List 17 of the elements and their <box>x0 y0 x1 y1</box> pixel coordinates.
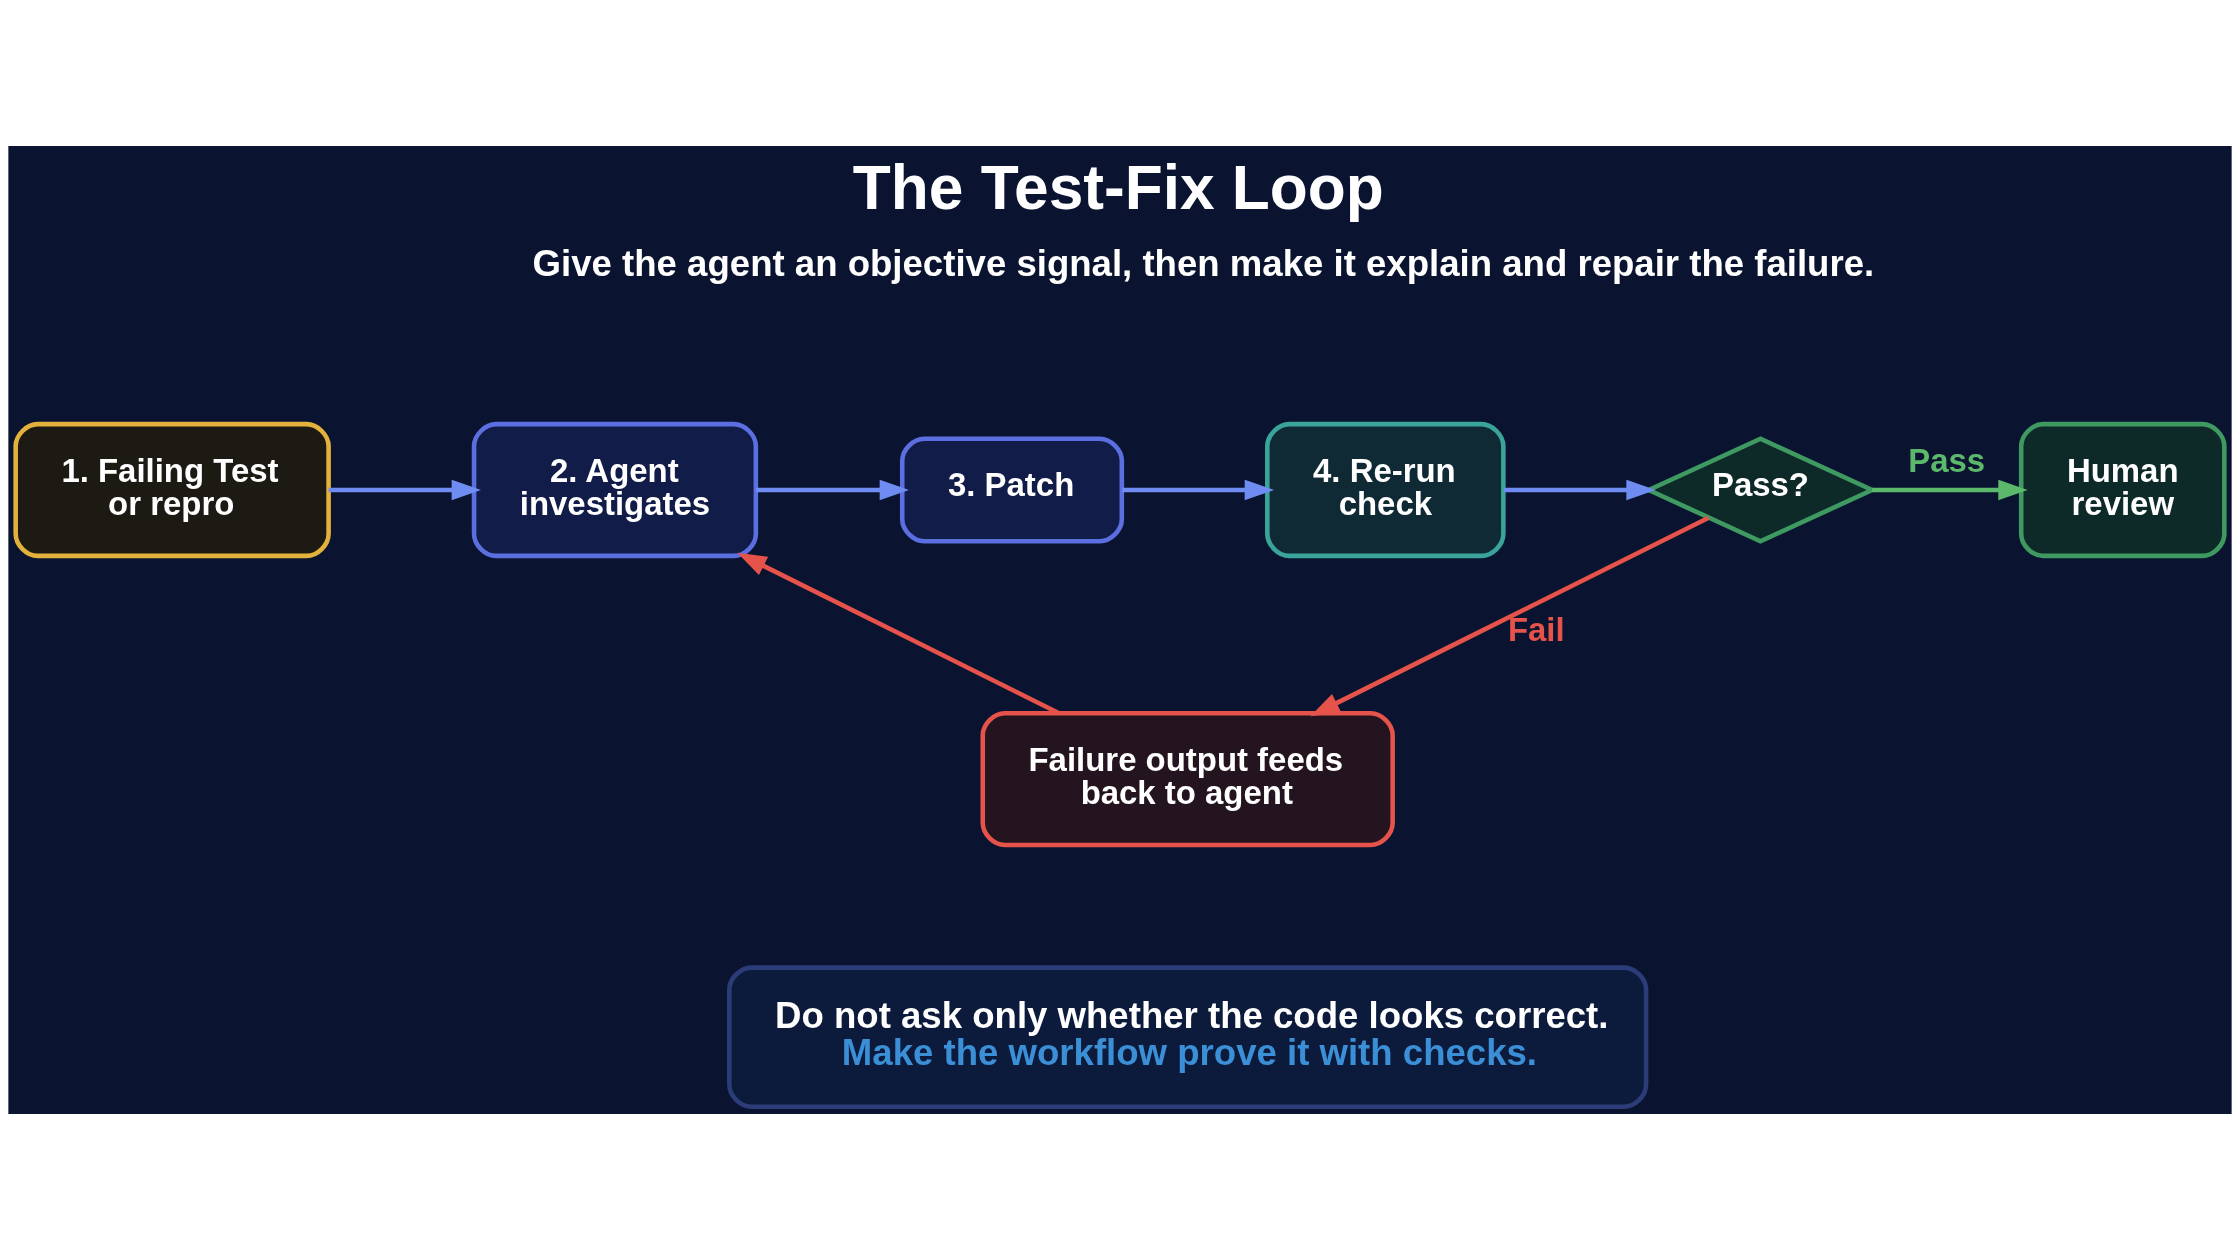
node-box: Human review <box>2018 421 2227 559</box>
arrow <box>1122 479 1274 501</box>
arrow <box>328 479 481 501</box>
edge-label: Fail <box>1507 610 1565 648</box>
node-box: Do not ask only whether the code looks correct. Make the workflow prove it with checks. <box>727 965 1649 1109</box>
node-box: 2. Agent investigates <box>471 421 759 559</box>
node-box: 1. Failing Test or repro <box>13 421 331 559</box>
arrow <box>1504 479 1656 501</box>
node-box: 3. Patch <box>899 436 1125 544</box>
arrow <box>756 479 909 501</box>
node-box: Failure output feeds back to agent <box>980 710 1395 848</box>
diagram-title: The Test-Fix Loop <box>852 152 1384 222</box>
label: Give the agent an objective signal, then make it explain and repair the failure. <box>532 242 1875 284</box>
edge-label: Pass <box>1908 442 1986 480</box>
arrow <box>1310 515 1710 717</box>
node-box: 4. Re-run check <box>1265 421 1506 559</box>
arrow <box>1872 479 2028 501</box>
